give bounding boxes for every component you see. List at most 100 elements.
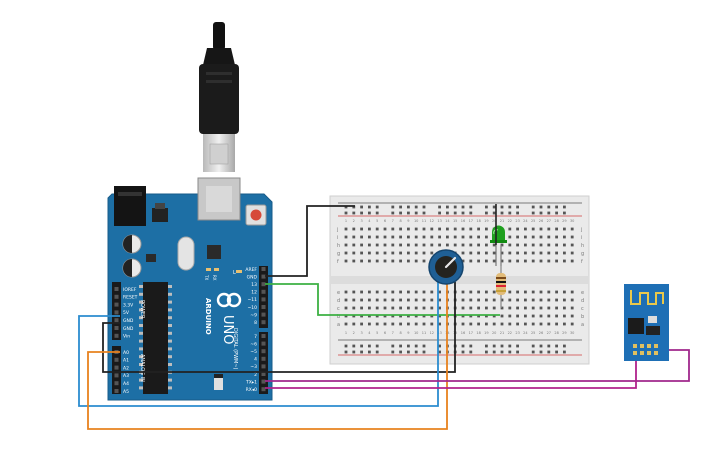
breadboard-hole[interactable] <box>344 314 348 318</box>
esp-pin[interactable] <box>654 351 658 355</box>
breadboard-hole[interactable] <box>508 306 512 310</box>
breadboard-hole[interactable] <box>570 227 574 231</box>
rail-hole[interactable] <box>344 205 348 209</box>
header-pin[interactable] <box>114 365 119 370</box>
breadboard-hole[interactable] <box>352 298 356 302</box>
breadboard-hole[interactable] <box>422 259 426 263</box>
breadboard-hole[interactable] <box>453 227 457 231</box>
breadboard-hole[interactable] <box>414 259 418 263</box>
rail-hole[interactable] <box>352 350 356 354</box>
breadboard-hole[interactable] <box>391 243 395 247</box>
rail-hole[interactable] <box>531 211 535 215</box>
breadboard-hole[interactable] <box>391 290 395 294</box>
breadboard-hole[interactable] <box>547 243 551 247</box>
breadboard-hole[interactable] <box>391 251 395 255</box>
breadboard-hole[interactable] <box>383 298 387 302</box>
header-pin[interactable] <box>261 297 266 302</box>
header-pin[interactable] <box>261 312 266 317</box>
breadboard-hole[interactable] <box>414 306 418 310</box>
breadboard-hole[interactable] <box>516 314 519 318</box>
header-pin[interactable] <box>114 381 119 386</box>
breadboard-hole[interactable] <box>391 306 395 310</box>
breadboard-hole[interactable] <box>500 306 504 310</box>
breadboard-hole[interactable] <box>555 235 558 239</box>
breadboard-hole[interactable] <box>391 298 395 302</box>
esp-pin[interactable] <box>633 344 637 348</box>
breadboard-hole[interactable] <box>360 251 363 255</box>
rail-hole[interactable] <box>547 211 551 215</box>
breadboard-hole[interactable] <box>344 251 348 255</box>
breadboard-hole[interactable] <box>508 314 512 318</box>
breadboard-hole[interactable] <box>430 290 434 294</box>
breadboard-hole[interactable] <box>391 314 395 318</box>
breadboard-hole[interactable] <box>531 235 535 239</box>
breadboard-hole[interactable] <box>461 227 465 231</box>
breadboard-hole[interactable] <box>344 322 348 326</box>
rail-hole[interactable] <box>461 350 465 354</box>
breadboard-hole[interactable] <box>422 227 426 231</box>
breadboard-hole[interactable] <box>430 306 434 310</box>
rail-hole[interactable] <box>446 205 449 209</box>
breadboard-hole[interactable] <box>555 314 558 318</box>
breadboard-hole[interactable] <box>492 314 496 318</box>
breadboard-hole[interactable] <box>461 322 465 326</box>
breadboard-hole[interactable] <box>485 243 488 247</box>
breadboard-hole[interactable] <box>399 290 402 294</box>
breadboard-hole[interactable] <box>446 235 449 239</box>
rail-hole[interactable] <box>531 205 535 209</box>
header-pin[interactable] <box>261 364 266 369</box>
breadboard-hole[interactable] <box>407 227 410 231</box>
breadboard-hole[interactable] <box>461 259 465 263</box>
rail-hole[interactable] <box>453 211 457 215</box>
rail-hole[interactable] <box>422 350 426 354</box>
breadboard-hole[interactable] <box>477 298 480 302</box>
rail-hole[interactable] <box>563 350 566 354</box>
breadboard-hole[interactable] <box>360 298 363 302</box>
breadboard-hole[interactable] <box>461 251 465 255</box>
rail-hole[interactable] <box>492 344 496 348</box>
usb-cable-icon[interactable] <box>199 22 239 172</box>
rail-hole[interactable] <box>485 205 488 209</box>
breadboard-hole[interactable] <box>368 259 371 263</box>
breadboard-hole[interactable] <box>477 235 480 239</box>
wire-pin13-to-led[interactable] <box>265 283 500 316</box>
breadboard-hole[interactable] <box>430 322 434 326</box>
breadboard-hole[interactable] <box>508 235 512 239</box>
breadboard-hole[interactable] <box>524 290 527 294</box>
breadboard-hole[interactable] <box>477 290 480 294</box>
header-pin[interactable] <box>261 387 266 392</box>
breadboard-hole[interactable] <box>344 298 348 302</box>
arduino-uno-board[interactable]: RX TX L ARDUINO UNO IOREFRESET3.3V5VGNDG… <box>107 177 273 401</box>
rail-hole[interactable] <box>352 205 356 209</box>
rail-hole[interactable] <box>563 205 566 209</box>
breadboard-hole[interactable] <box>469 235 473 239</box>
rail-hole[interactable] <box>414 211 418 215</box>
breadboard-hole[interactable] <box>539 235 543 239</box>
rail-hole[interactable] <box>391 350 395 354</box>
breadboard-hole[interactable] <box>383 227 387 231</box>
breadboard-hole[interactable] <box>539 243 543 247</box>
breadboard-hole[interactable] <box>531 227 535 231</box>
breadboard-hole[interactable] <box>563 322 566 326</box>
rail-hole[interactable] <box>539 211 543 215</box>
breadboard-hole[interactable] <box>414 243 418 247</box>
wire-orange[interactable] <box>87 282 448 430</box>
header-pin[interactable] <box>114 333 119 338</box>
rail-hole[interactable] <box>414 350 418 354</box>
breadboard-hole[interactable] <box>360 290 363 294</box>
breadboard-hole[interactable] <box>524 259 527 263</box>
rail-hole[interactable] <box>438 211 441 215</box>
breadboard-hole[interactable] <box>438 290 441 294</box>
breadboard-hole[interactable] <box>352 235 356 239</box>
rail-hole[interactable] <box>461 344 465 348</box>
rail-hole[interactable] <box>453 205 457 209</box>
breadboard-hole[interactable] <box>383 314 387 318</box>
rail-hole[interactable] <box>539 350 543 354</box>
rail-hole[interactable] <box>352 344 356 348</box>
rail-hole[interactable] <box>555 350 558 354</box>
breadboard-hole[interactable] <box>524 227 527 231</box>
breadboard-hole[interactable] <box>352 251 356 255</box>
breadboard-hole[interactable] <box>485 259 488 263</box>
breadboard-hole[interactable] <box>375 235 379 239</box>
breadboard-hole[interactable] <box>352 306 356 310</box>
